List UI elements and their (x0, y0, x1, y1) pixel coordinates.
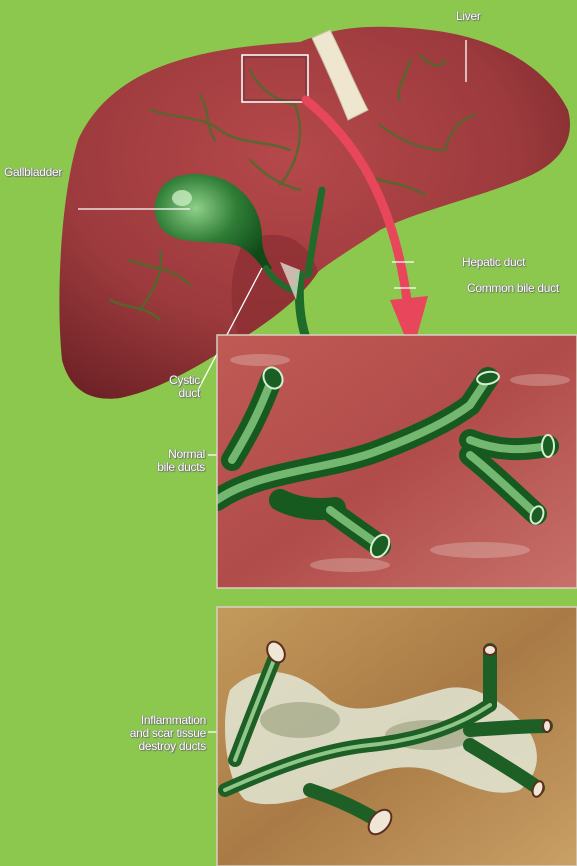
damaged-ducts-label: Inflammation and scar tissue destroy duc… (100, 714, 206, 753)
damaged-bile-ducts-panel (217, 607, 577, 866)
cystic-duct-label: Cystic duct (140, 374, 200, 400)
common-bile-duct-label: Common bile duct (467, 282, 559, 295)
hepatic-duct-label: Hepatic duct (462, 256, 525, 269)
normal-bile-ducts-panel (217, 335, 577, 588)
liver-label: Liver (456, 10, 481, 23)
gallbladder-label: Gallbladder (4, 166, 62, 179)
normal-bile-ducts-label: Normal bile ducts (120, 448, 205, 474)
